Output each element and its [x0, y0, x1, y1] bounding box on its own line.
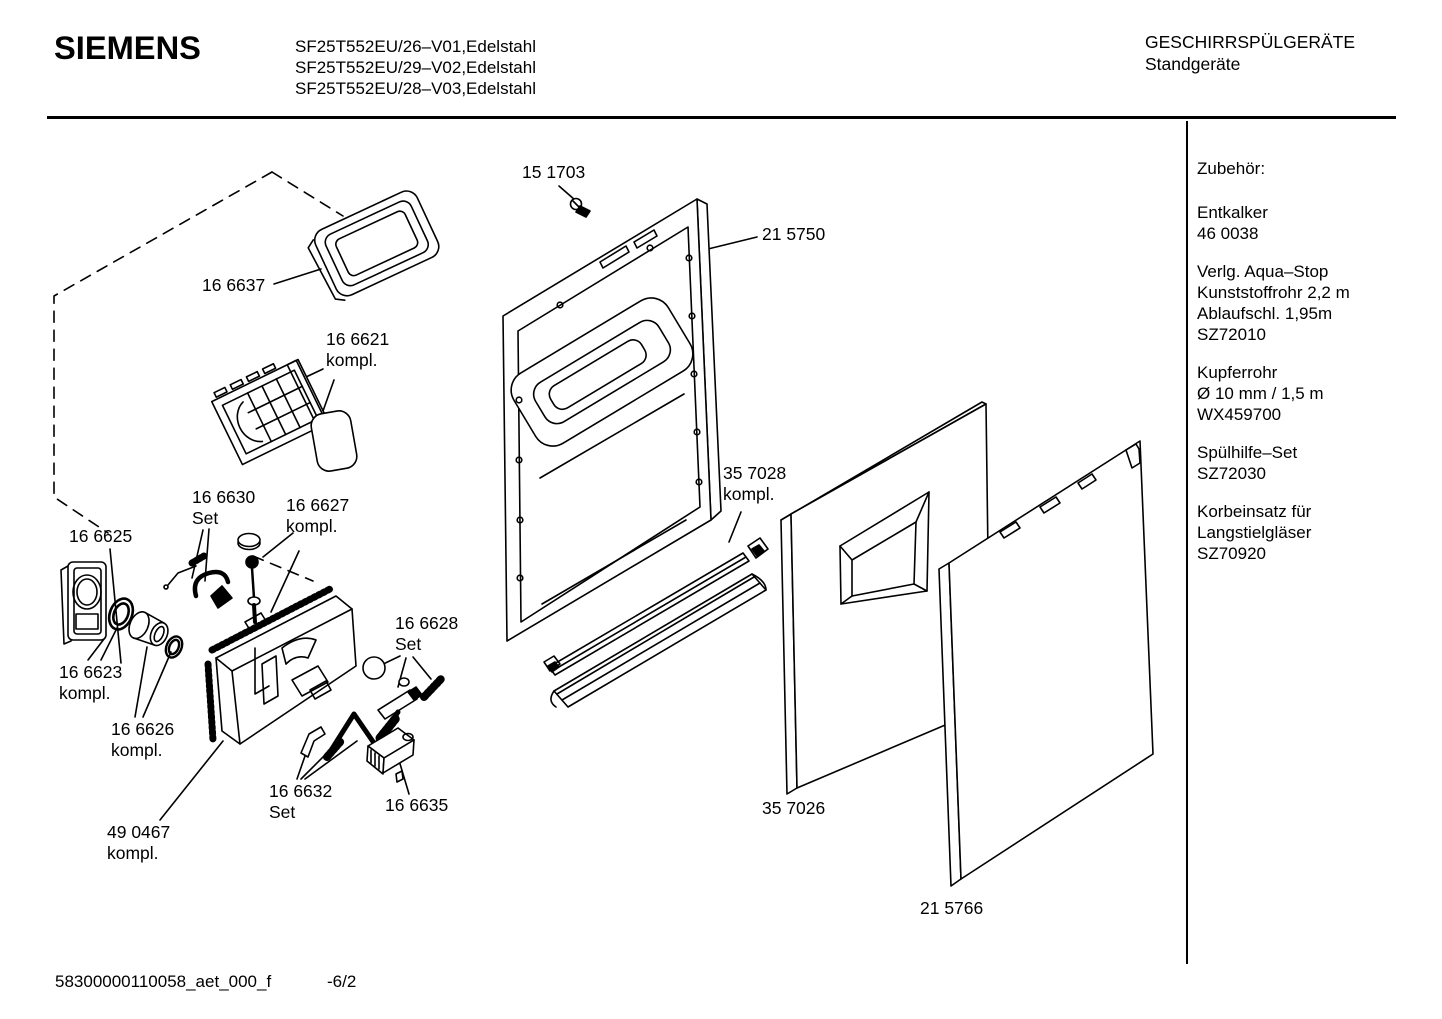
part-number: 16 6626	[111, 719, 175, 739]
leader-lines	[87, 185, 758, 821]
document-code: 58300000110058_aet_000_f	[55, 972, 272, 991]
part-suffix: Set	[269, 802, 296, 822]
part-number: 21 5750	[762, 224, 826, 244]
part-215766-drawing	[938, 440, 1154, 887]
model-line: SF25T552EU/29–V02,Edelstahl	[295, 58, 536, 77]
part-166632-drawing	[300, 709, 401, 761]
part-label-215766: 21 5766	[920, 898, 983, 919]
accessory-line: Ablaufschl. 1,95m	[1197, 304, 1333, 323]
accessory-line: Langstielgläser	[1197, 523, 1312, 542]
accessory-line: Entkalker	[1197, 203, 1268, 222]
part-label-166625: 16 6625	[69, 526, 132, 547]
part-166635-drawing	[366, 727, 415, 783]
part-166623-drawing	[107, 597, 184, 659]
part-number: 16 6630	[192, 487, 256, 507]
accessory-item: Verlg. Aqua–Stop Kunststoffrohr 2,2 m Ab…	[1197, 261, 1397, 345]
part-number: 16 6637	[202, 275, 266, 295]
part-suffix: Set	[192, 508, 219, 528]
accessory-item: Korbeinsatz für Langstielgläser SZ70920	[1197, 501, 1397, 564]
part-suffix: kompl.	[326, 350, 378, 370]
header-divider	[47, 116, 1396, 119]
sidebar-divider	[1186, 121, 1188, 964]
part-166630-drawing	[163, 552, 233, 609]
part-number: 16 6627	[286, 495, 350, 515]
part-357028-drawing	[543, 537, 769, 708]
part-label-151703: 15 1703	[522, 162, 585, 183]
part-number: 49 0467	[107, 822, 171, 842]
part-label-357026: 35 7026	[762, 798, 825, 819]
accessory-line: Korbeinsatz für	[1197, 502, 1312, 521]
accessory-line: WX459700	[1197, 405, 1282, 424]
part-490467-drawing	[204, 584, 357, 745]
dashed-guide-lines	[53, 171, 344, 582]
part-suffix: kompl.	[286, 516, 338, 536]
category-block: GESCHIRRSPÜLGERÄTE Standgeräte	[1145, 31, 1355, 75]
part-label-166635: 16 6635	[385, 795, 448, 816]
part-357026-drawing	[780, 401, 991, 795]
accessory-line: SZ72010	[1197, 325, 1266, 344]
part-number: 16 6635	[385, 795, 449, 815]
model-list: SF25T552EU/26–V01,Edelstahl SF25T552EU/2…	[295, 36, 536, 99]
category-subtitle: Standgeräte	[1145, 54, 1241, 74]
part-number: 16 6621	[326, 329, 390, 349]
part-number: 16 6623	[59, 662, 123, 682]
model-line: SF25T552EU/26–V01,Edelstahl	[295, 37, 536, 56]
accessories-panel: Zubehör: Entkalker 46 0038 Verlg. Aqua–S…	[1197, 158, 1397, 581]
model-line: SF25T552EU/28–V03,Edelstahl	[295, 79, 536, 98]
part-166637-drawing	[307, 190, 440, 302]
accessories-title: Zubehör:	[1197, 159, 1266, 178]
part-suffix: kompl.	[723, 484, 775, 504]
accessory-line: 46 0038	[1197, 224, 1259, 243]
accessory-line: SZ72030	[1197, 464, 1266, 483]
part-number: 16 6632	[269, 781, 333, 801]
part-suffix: kompl.	[111, 740, 163, 760]
part-number: 16 6628	[395, 613, 459, 633]
part-suffix: kompl.	[59, 683, 111, 703]
part-number: 16 6625	[69, 526, 133, 546]
accessory-line: Verlg. Aqua–Stop	[1197, 262, 1329, 281]
category-title: GESCHIRRSPÜLGERÄTE	[1145, 32, 1356, 52]
page-number: -6/2	[327, 972, 357, 991]
part-215750-drawing	[502, 198, 722, 642]
accessory-line: Ø 10 mm / 1,5 m	[1197, 384, 1324, 403]
part-166625-drawing	[60, 561, 107, 645]
part-166626-drawing	[128, 611, 169, 647]
accessory-line: Kupferrohr	[1197, 363, 1278, 382]
part-number: 15 1703	[522, 162, 586, 182]
accessory-item: Kupferrohr Ø 10 mm / 1,5 m WX459700	[1197, 362, 1397, 425]
accessory-item: Spülhilfe–Set SZ72030	[1197, 442, 1397, 484]
accessory-item: Entkalker 46 0038	[1197, 202, 1397, 244]
part-166621-drawing	[210, 358, 358, 472]
part-151703-drawing	[569, 197, 591, 218]
accessory-line: Spülhilfe–Set	[1197, 443, 1298, 462]
part-number: 35 7028	[723, 463, 787, 483]
part-label-166637: 16 6637	[202, 275, 265, 296]
part-166628-drawing	[362, 656, 445, 720]
accessory-line: Kunststoffrohr 2,2 m	[1197, 283, 1350, 302]
siemens-logo: SIEMENS	[54, 30, 201, 66]
accessory-line: SZ70920	[1197, 544, 1266, 563]
document-footer: 58300000110058_aet_000_f -6/2	[55, 972, 356, 992]
part-166627-drawing	[237, 532, 261, 624]
part-suffix: Set	[395, 634, 422, 654]
part-number: 35 7026	[762, 798, 826, 818]
part-number: 21 5766	[920, 898, 984, 918]
part-label-215750: 21 5750	[762, 224, 825, 245]
part-suffix: kompl.	[107, 843, 159, 863]
